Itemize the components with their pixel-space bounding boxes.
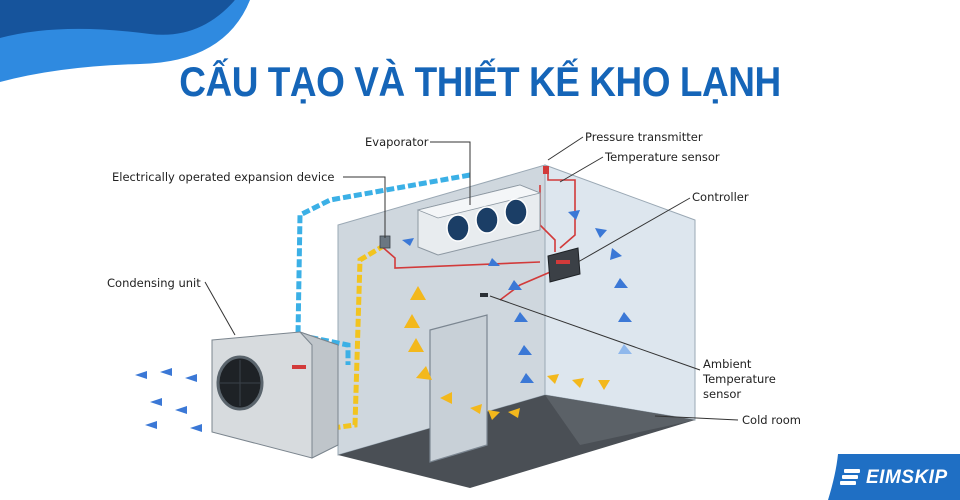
label-evaporator: Evaporator: [365, 135, 429, 149]
condensing-unit: [211, 331, 339, 459]
label-ambient-line3: sensor: [703, 387, 742, 401]
eimskip-logo-icon: [840, 469, 860, 485]
airflow-arrows-yellow: [404, 286, 610, 420]
fan-icon: [446, 198, 528, 242]
label-ambient-line1: Ambient: [703, 357, 752, 371]
sensor-wiring: [379, 170, 576, 301]
room-floor-shade: [545, 395, 695, 445]
brand-badge: EIMSKIP: [828, 454, 960, 500]
label-temperature-sensor: Temperature sensor: [605, 150, 720, 164]
page-title: CẤU TẠO VÀ THIẾT KẾ KHO LẠNH: [179, 58, 781, 105]
label-expansion-device: Electrically operated expansion device: [112, 170, 335, 184]
room-right-wall: [544, 164, 696, 421]
pressure-sensor: [543, 166, 549, 174]
airflow-arrows-blue: [135, 210, 632, 432]
controller-box: [547, 247, 581, 283]
leader-lines: [204, 136, 739, 421]
label-controller: Controller: [692, 190, 749, 204]
label-cold-room: Cold room: [742, 413, 801, 427]
suction-pipe: [295, 172, 471, 365]
header-shape-light: [0, 0, 250, 82]
label-ambient-line2: Temperature: [703, 372, 776, 386]
ambient-sensor: [480, 293, 488, 297]
label-condensing-unit: Condensing unit: [107, 276, 201, 290]
brand-name: EIMSKIP: [866, 467, 948, 488]
door: [429, 314, 488, 463]
label-pressure-transmitter: Pressure transmitter: [585, 130, 703, 144]
